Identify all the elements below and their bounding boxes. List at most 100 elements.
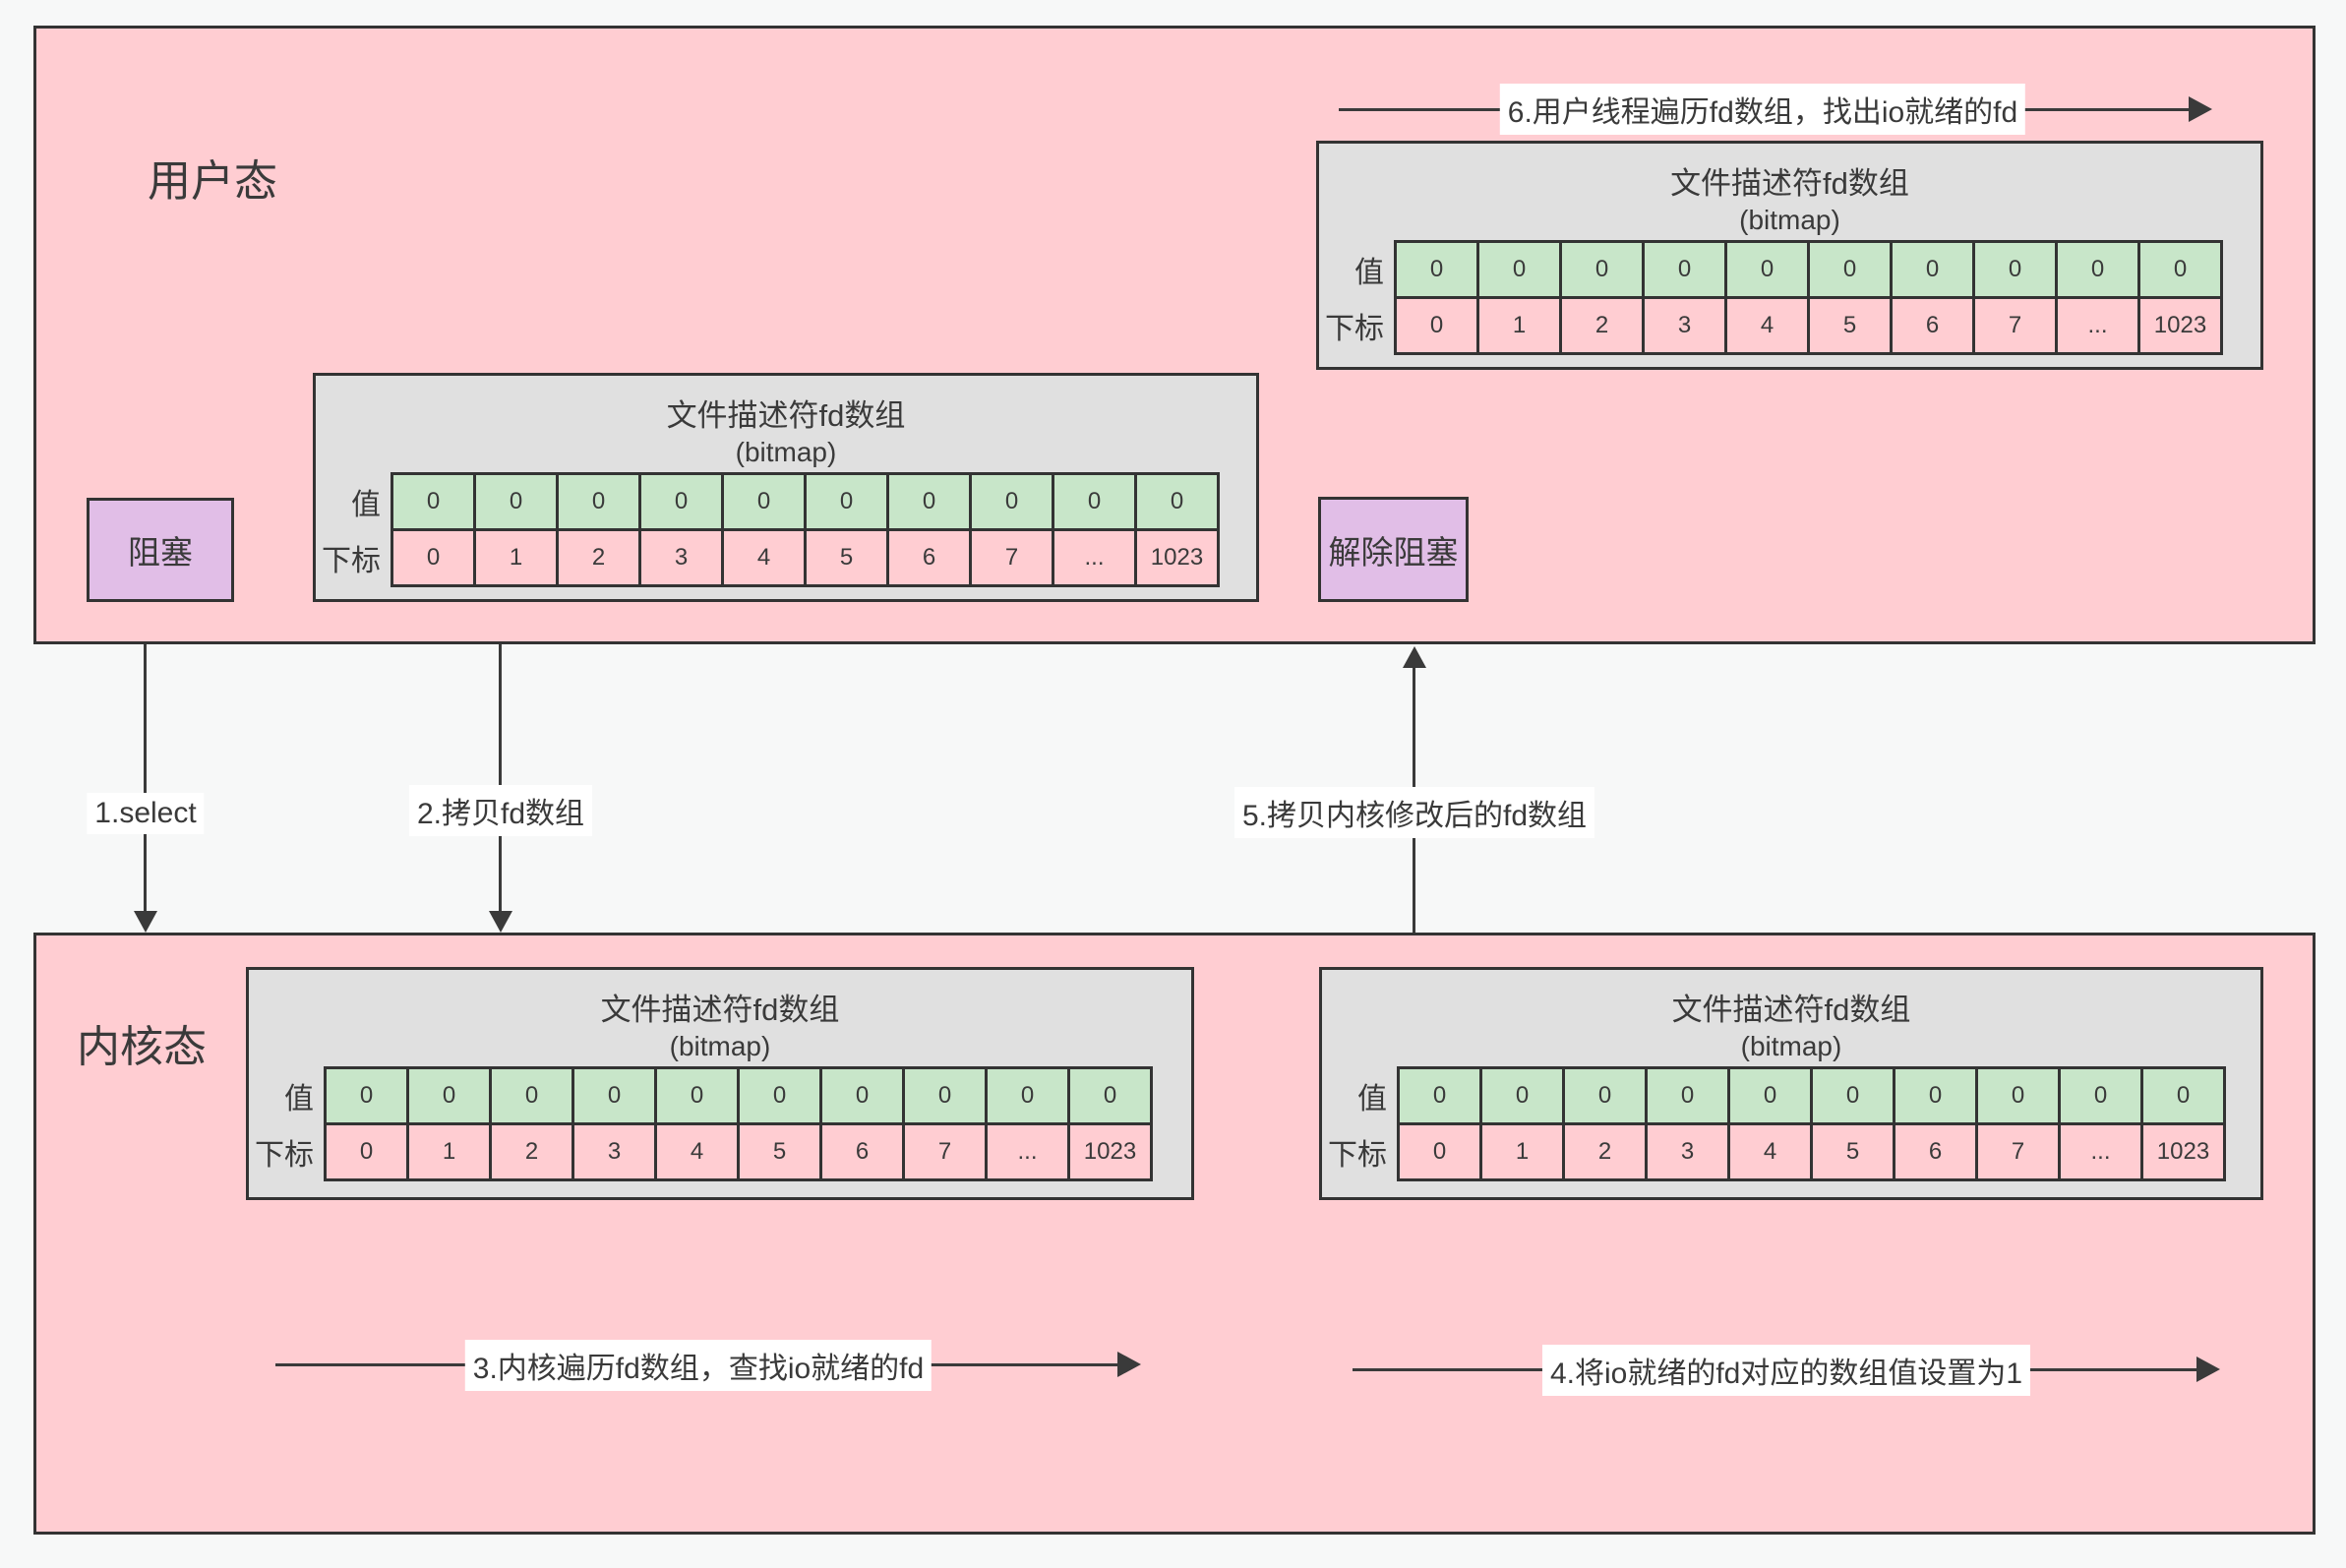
- fd-table-title: 文件描述符fd数组: [1671, 993, 1911, 1027]
- block-box: 阻塞: [87, 498, 234, 602]
- fd-cell: 0: [324, 1066, 409, 1125]
- fd-table-subtitle: (bitmap): [735, 436, 837, 467]
- fd-cell: 1: [406, 1122, 492, 1181]
- fd-cell: 0: [1807, 240, 1893, 299]
- fd-cell: 0: [1562, 1066, 1648, 1125]
- fd-cell: 4: [1727, 1122, 1813, 1181]
- step6-label: 6.用户线程遍历fd数组，找出io就绪的fd: [1499, 84, 2026, 135]
- step3-label: 3.内核遍历fd数组，查找io就绪的fd: [464, 1340, 932, 1391]
- fd-cell: 0: [473, 472, 559, 531]
- fd-cell: 0: [1890, 240, 1975, 299]
- index-row-label: 下标: [1325, 313, 1384, 345]
- fd-cell: 7: [902, 1122, 988, 1181]
- kernel-mode-label: 内核态: [77, 1023, 207, 1071]
- fd-cell: 0: [737, 1066, 822, 1125]
- fd-cell: 0: [804, 472, 889, 531]
- fd-cell: 4: [654, 1122, 740, 1181]
- fd-cell: 0: [406, 1066, 492, 1125]
- fd-cell: 5: [1807, 296, 1893, 355]
- fd-cell: 0: [1975, 1066, 2061, 1125]
- fd-cell: 4: [721, 528, 807, 587]
- fd-cell: 0: [1052, 472, 1137, 531]
- fd-cell: 0: [1476, 240, 1562, 299]
- fd-cell: 0: [1810, 1066, 1895, 1125]
- fd-cell: 6: [1893, 1122, 1978, 1181]
- fd-cell: 0: [1645, 1066, 1730, 1125]
- index-row-label: 下标: [1328, 1139, 1387, 1172]
- fd-cell: 0: [2055, 240, 2140, 299]
- index-row-label: 下标: [322, 545, 381, 577]
- index-row-label: 下标: [255, 1139, 314, 1172]
- unblock-box: 解除阻塞: [1318, 497, 1469, 602]
- fd-cell: 0: [2140, 1066, 2226, 1125]
- fd-cell: 0: [1559, 240, 1645, 299]
- fd-cell: 0: [2137, 240, 2223, 299]
- fd-cell: 1023: [2140, 1122, 2226, 1181]
- fd-cell: 0: [324, 1122, 409, 1181]
- arrow-step2-head-icon: [489, 911, 512, 933]
- fd-cell: 4: [1724, 296, 1810, 355]
- fd-cell: 0: [1893, 1066, 1978, 1125]
- step2-label: 2.拷贝fd数组: [408, 785, 593, 836]
- fd-cell: 0: [391, 528, 476, 587]
- fd-cell: 0: [1642, 240, 1727, 299]
- fd-cell: 0: [1727, 1066, 1813, 1125]
- fd-cell: 1: [473, 528, 559, 587]
- fd-cell: 3: [1642, 296, 1727, 355]
- fd-cell: 2: [1562, 1122, 1648, 1181]
- fd-table-subtitle: (bitmap): [1740, 1030, 1842, 1061]
- value-row-label: 值: [284, 1083, 314, 1116]
- fd-cell: 5: [1810, 1122, 1895, 1181]
- arrow-step6-head-icon: [2189, 96, 2212, 122]
- fd-cell: 2: [1559, 296, 1645, 355]
- fd-cell: 0: [721, 472, 807, 531]
- fd-cell: ...: [1052, 528, 1137, 587]
- arrow-step5-head-icon: [1403, 646, 1426, 668]
- fd-cell: 6: [886, 528, 972, 587]
- fd-cell: 0: [654, 1066, 740, 1125]
- fd-cell: ...: [2058, 1122, 2143, 1181]
- arrow-step3-head-icon: [1117, 1352, 1141, 1377]
- fd-cell: 0: [638, 472, 724, 531]
- fd-cell: 0: [556, 472, 641, 531]
- step1-label: 1.select: [87, 793, 205, 834]
- arrow-step2-line: [499, 644, 502, 913]
- fd-cell: 1: [1476, 296, 1562, 355]
- fd-table-subtitle: (bitmap): [669, 1030, 771, 1061]
- value-row-label: 值: [351, 489, 381, 521]
- fd-cell: 3: [571, 1122, 657, 1181]
- fd-cell: 0: [489, 1066, 574, 1125]
- arrow-step1-line: [144, 644, 147, 913]
- fd-table-title: 文件描述符fd数组: [1670, 166, 1909, 201]
- fd-cell: 0: [985, 1066, 1070, 1125]
- fd-cell: 3: [638, 528, 724, 587]
- fd-cell: 2: [489, 1122, 574, 1181]
- fd-table-subtitle: (bitmap): [1739, 204, 1840, 235]
- fd-cell: ...: [2055, 296, 2140, 355]
- fd-cell: 1023: [1067, 1122, 1153, 1181]
- fd-cell: 0: [391, 472, 476, 531]
- fd-cell: 0: [819, 1066, 905, 1125]
- fd-cell: 0: [571, 1066, 657, 1125]
- value-row-label: 值: [1354, 257, 1384, 289]
- arrow-step1-head-icon: [134, 911, 157, 933]
